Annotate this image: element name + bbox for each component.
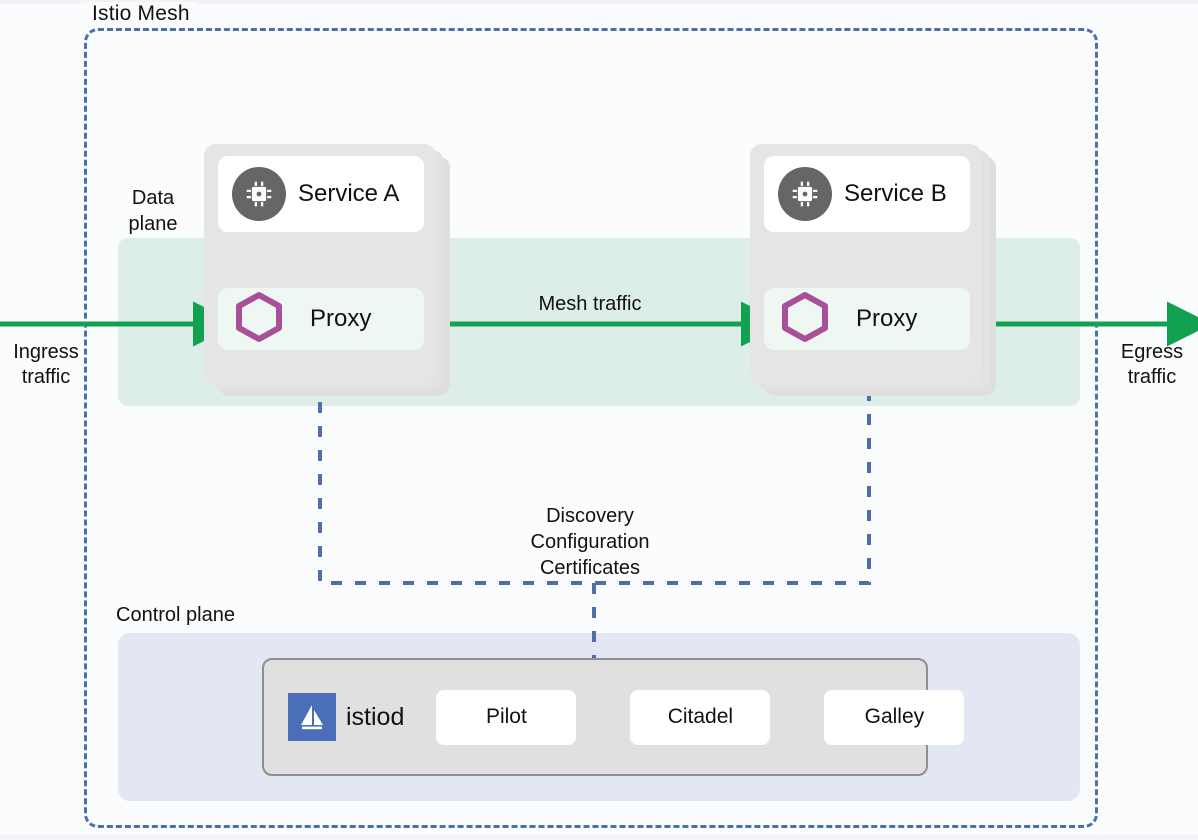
discovery-config-certificates-label: Discovery Configuration Certificates — [530, 505, 650, 579]
istiod-container[interactable]: istiod Pilot Citadel Galley — [262, 658, 965, 776]
mesh-traffic-label: Mesh traffic — [538, 293, 642, 315]
data-plane-label: Data plane — [128, 187, 178, 235]
chip-icon — [232, 167, 286, 221]
istiod-component-pilot[interactable]: Pilot — [436, 689, 577, 745]
service-card-a[interactable]: Service A — [218, 156, 424, 232]
istiod-component-citadel[interactable]: Citadel — [630, 689, 771, 745]
istiod-label: istiod — [346, 702, 405, 731]
bottom-strip — [0, 835, 1198, 840]
egress-traffic-label: Egress traffic — [1120, 341, 1184, 388]
hexagon-icon — [234, 291, 284, 348]
pod-service-b[interactable]: Service B Proxy — [750, 144, 996, 396]
hexagon-icon — [780, 291, 830, 348]
proxy-card-a[interactable]: Proxy — [218, 288, 424, 350]
control-plane-label: Control plane — [116, 604, 235, 626]
chip-icon — [778, 167, 832, 221]
service-card-b[interactable]: Service B — [764, 156, 970, 232]
istio-mesh-title: Istio Mesh — [86, 2, 196, 26]
ingress-traffic-label: Ingress traffic — [13, 341, 79, 388]
service-name-a: Service A — [298, 180, 400, 207]
proxy-label-b: Proxy — [856, 305, 918, 332]
service-name-b: Service B — [844, 180, 947, 207]
istio-mesh-boundary — [84, 28, 1098, 828]
proxy-label-a: Proxy — [310, 305, 372, 332]
istiod-component-galley[interactable]: Galley — [824, 689, 965, 745]
pod-service-a[interactable]: Service A Proxy — [204, 144, 450, 396]
istio-sailboat-icon — [288, 693, 336, 741]
istiod-brand: istiod — [288, 693, 404, 741]
top-strip — [0, 0, 1198, 4]
proxy-card-b[interactable]: Proxy — [764, 288, 970, 350]
